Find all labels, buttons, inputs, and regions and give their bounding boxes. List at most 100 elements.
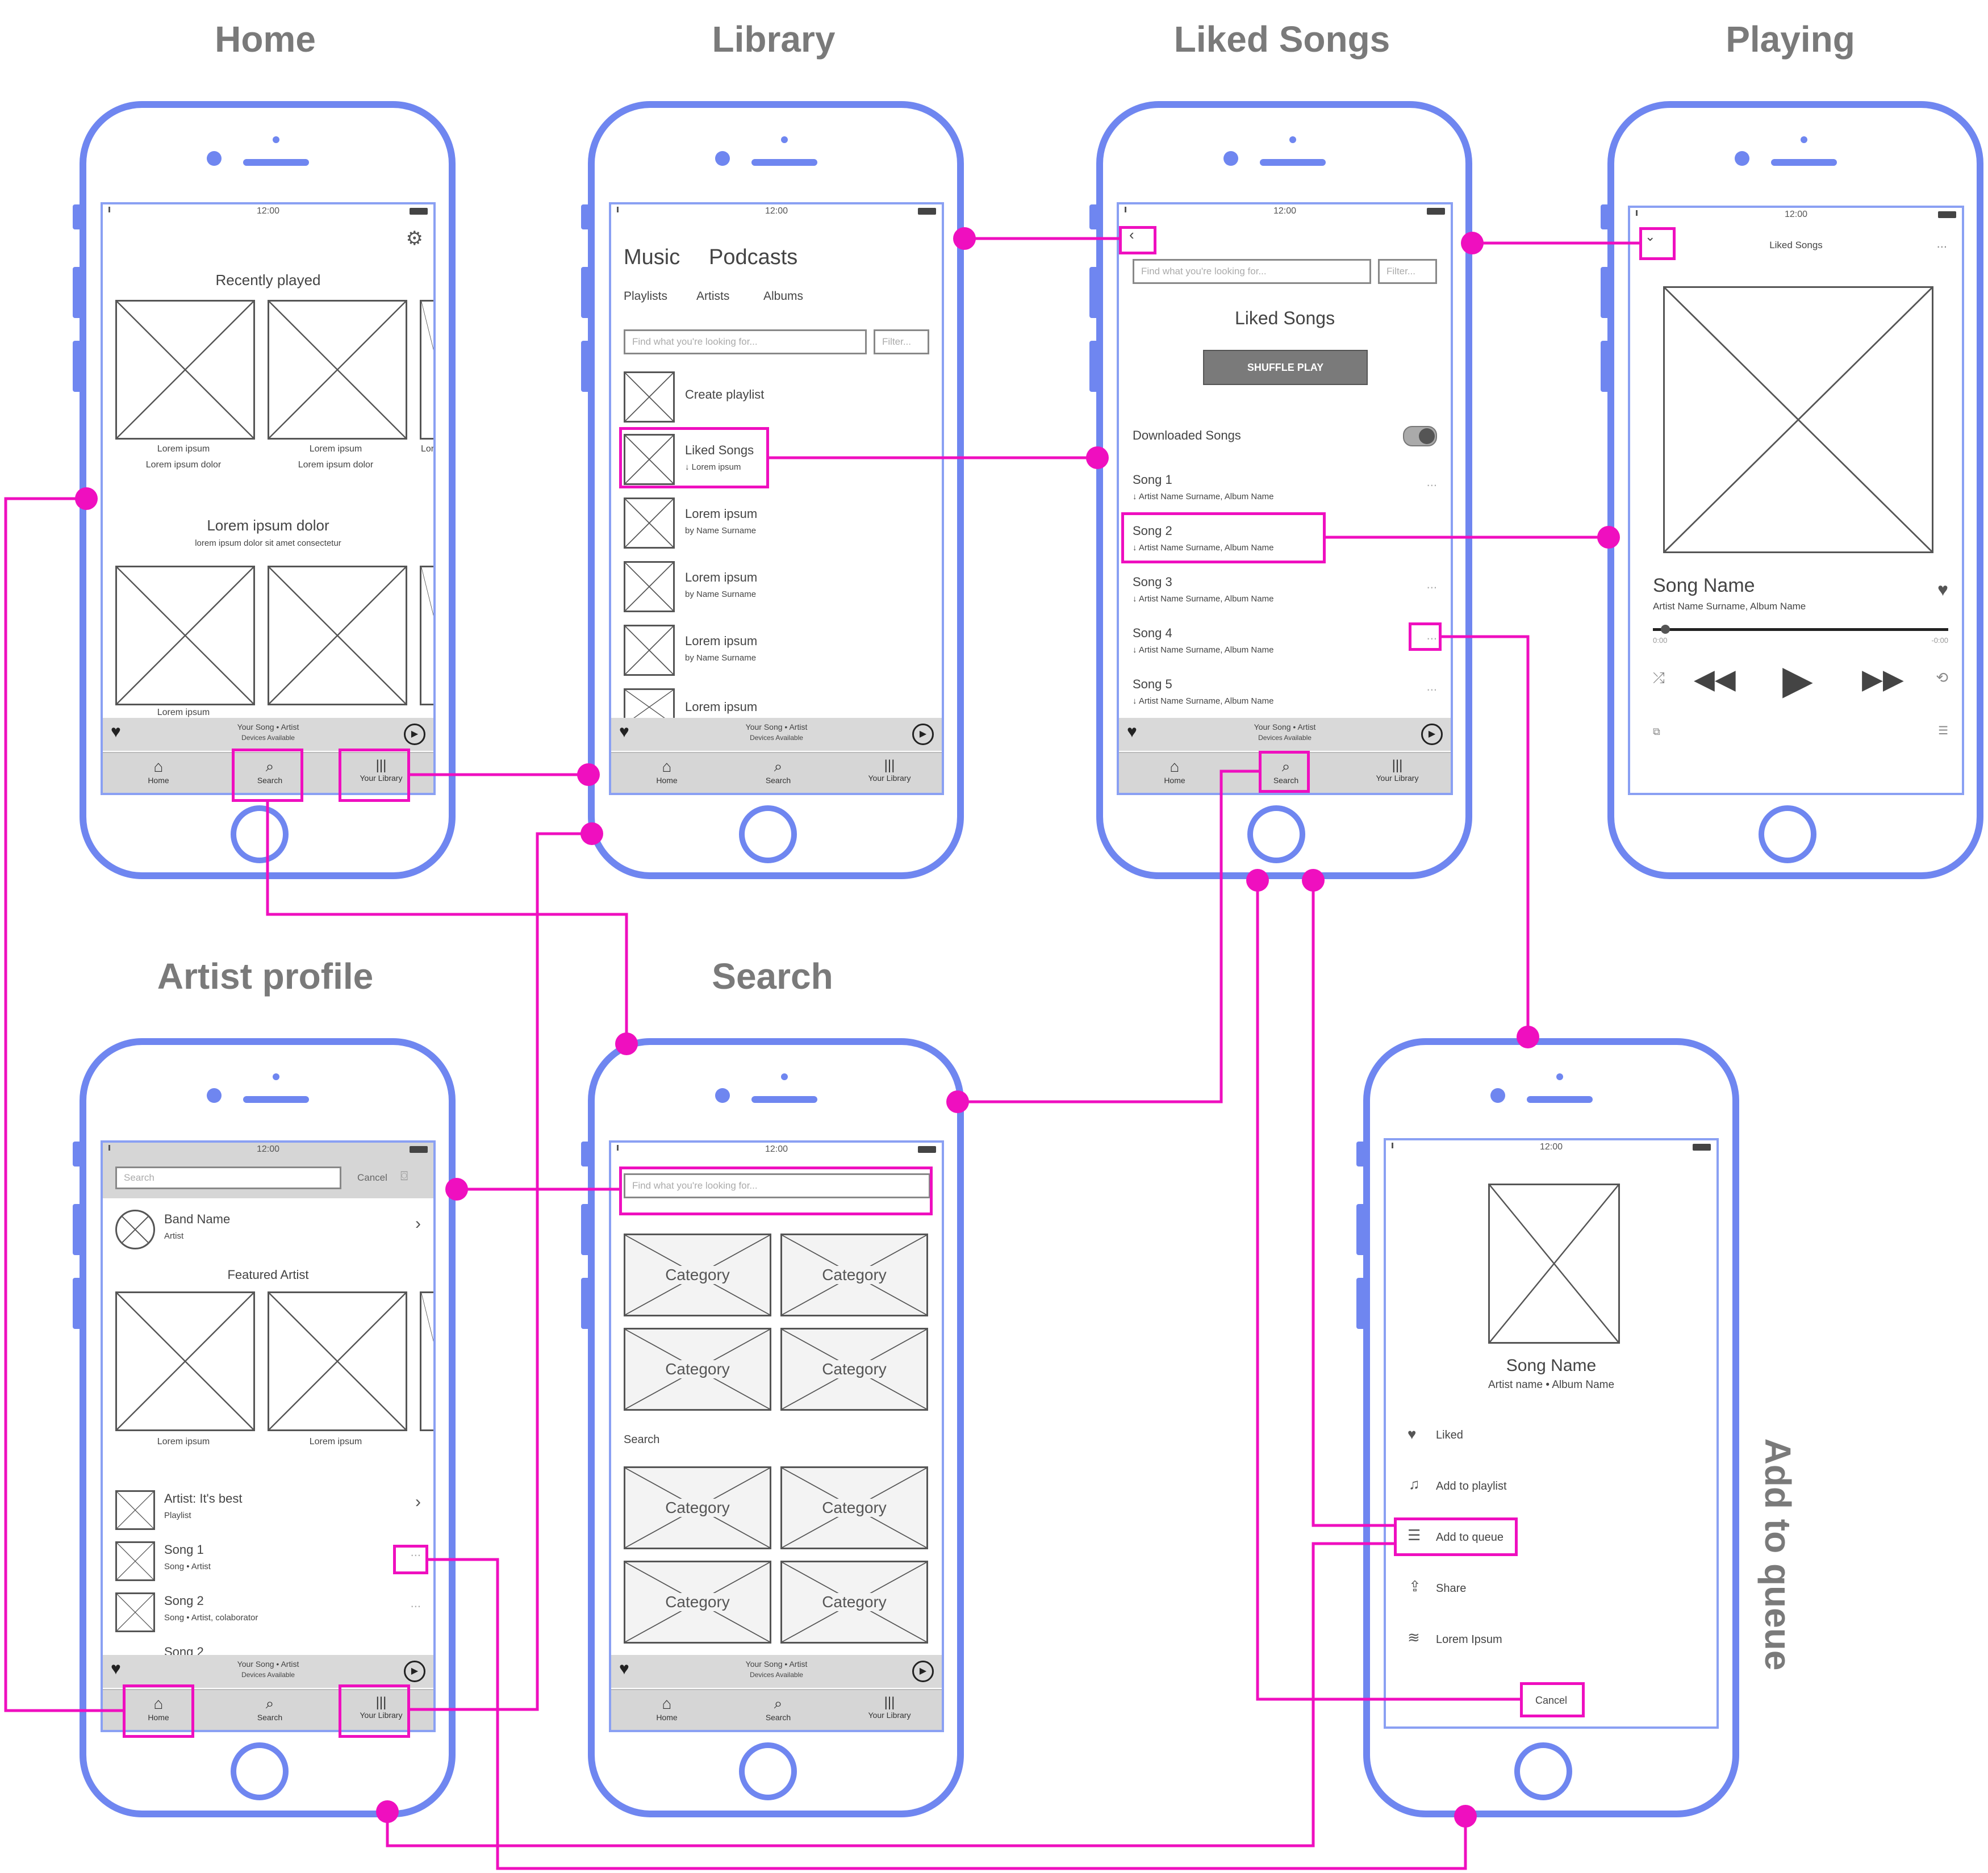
album-art[interactable] xyxy=(268,300,407,440)
heart-icon[interactable]: ♥ xyxy=(619,722,629,741)
home-hardware-button[interactable] xyxy=(1514,1742,1572,1800)
previous-icon[interactable]: ◀◀ xyxy=(1694,664,1736,695)
nav-library[interactable]: |||Your Library xyxy=(855,758,924,783)
song-title[interactable]: Song 2 xyxy=(1133,524,1172,538)
category-tile[interactable]: Category xyxy=(624,1328,771,1411)
nav-search[interactable]: ⌕Search xyxy=(236,1695,304,1722)
create-playlist[interactable]: Create playlist xyxy=(685,387,765,402)
nav-home[interactable]: ⌂Home xyxy=(1141,758,1209,785)
search-input[interactable]: Find what you're looking for... xyxy=(624,1173,930,1198)
search-input[interactable]: Search xyxy=(115,1167,341,1189)
more-icon[interactable]: ... xyxy=(1426,577,1437,591)
list-thumb[interactable] xyxy=(115,1541,155,1581)
category-tile[interactable]: Category xyxy=(780,1561,928,1644)
album-art[interactable] xyxy=(115,300,255,440)
tab-podcasts[interactable]: Podcasts xyxy=(709,245,798,269)
search-input[interactable]: Find what you're looking for... xyxy=(1133,259,1371,284)
featured-art[interactable] xyxy=(420,1291,433,1431)
list-title[interactable]: Song 2 xyxy=(164,1594,204,1608)
list-title[interactable]: Artist: It's best xyxy=(164,1491,243,1506)
category-tile[interactable]: Category xyxy=(780,1328,928,1411)
more-icon[interactable]: ... xyxy=(410,1545,421,1559)
mini-player[interactable]: ♥ Your Song • Artist Devices Available ▶ xyxy=(611,718,942,751)
category-tile[interactable]: Category xyxy=(624,1466,771,1549)
nav-library[interactable]: |||Your Library xyxy=(855,1695,924,1720)
playlist-title[interactable]: Lorem ipsum xyxy=(685,634,758,648)
cancel-button[interactable]: Cancel xyxy=(1535,1695,1568,1706)
song-title[interactable]: Song 1 xyxy=(1133,473,1172,487)
category-tile[interactable]: Category xyxy=(780,1466,928,1549)
playlist-title[interactable]: Lorem ipsum xyxy=(685,570,758,584)
shuffle-icon[interactable]: ⤮ xyxy=(1653,669,1665,686)
home-hardware-button[interactable] xyxy=(739,805,797,863)
list-title[interactable]: Song 1 xyxy=(164,1542,204,1557)
home-hardware-button[interactable] xyxy=(231,805,289,863)
next-icon[interactable]: ▶▶ xyxy=(1862,664,1904,695)
list-thumb[interactable] xyxy=(115,1490,155,1530)
heart-icon[interactable]: ♥ xyxy=(111,1659,121,1678)
song-title[interactable]: Song 3 xyxy=(1133,575,1172,589)
play-icon[interactable]: ▶ xyxy=(404,1661,425,1682)
mini-player[interactable]: ♥ Your Song • Artist Devices Available ▶ xyxy=(103,1655,433,1688)
list-thumb[interactable] xyxy=(115,1592,155,1632)
nav-search[interactable]: ⌕Search xyxy=(236,758,304,785)
playlist-thumb[interactable] xyxy=(624,497,675,549)
home-hardware-button[interactable] xyxy=(739,1742,797,1800)
home-hardware-button[interactable] xyxy=(1247,805,1305,863)
subtab-artists[interactable]: Artists xyxy=(696,290,730,303)
play-icon[interactable]: ▶ xyxy=(404,724,425,745)
album-art[interactable] xyxy=(268,566,407,705)
playlist-title[interactable]: Lorem ipsum xyxy=(685,507,758,521)
heart-icon[interactable]: ♥ xyxy=(619,1659,629,1678)
menu-add-to-queue[interactable]: Add to queue xyxy=(1436,1531,1503,1544)
chevron-right-icon[interactable]: › xyxy=(415,1492,421,1511)
playlist-title[interactable]: Lorem ipsum xyxy=(685,700,758,714)
cancel-button[interactable]: Cancel xyxy=(357,1172,387,1183)
nav-home[interactable]: ⌂Home xyxy=(124,1695,193,1722)
home-hardware-button[interactable] xyxy=(1759,805,1816,863)
more-icon[interactable]: ... xyxy=(1426,628,1437,642)
menu-add-to-playlist[interactable]: Add to playlist xyxy=(1436,1480,1507,1492)
heart-icon[interactable]: ♥ xyxy=(1127,722,1137,741)
gear-icon[interactable]: ⚙ xyxy=(406,228,423,249)
filter-input[interactable]: Filter... xyxy=(1378,259,1437,284)
heart-icon[interactable]: ♥ xyxy=(111,722,121,741)
nav-home[interactable]: ⌂Home xyxy=(633,1695,701,1722)
home-hardware-button[interactable] xyxy=(231,1742,289,1800)
subtab-playlists[interactable]: Playlists xyxy=(624,290,668,303)
nav-search[interactable]: ⌕Search xyxy=(744,758,812,785)
mini-player[interactable]: ♥ Your Song • Artist Devices Available ▶ xyxy=(1119,718,1451,751)
nav-search[interactable]: ⌕Search xyxy=(1252,758,1320,785)
band-name[interactable]: Band Name xyxy=(164,1212,231,1226)
filter-input[interactable]: Filter... xyxy=(874,329,929,354)
play-icon[interactable]: ▶ xyxy=(1421,724,1443,745)
more-icon[interactable]: ... xyxy=(1426,475,1437,489)
play-icon[interactable]: ▶ xyxy=(1782,658,1813,702)
play-icon[interactable]: ▶ xyxy=(912,724,934,745)
search-input[interactable]: Find what you're looking for... xyxy=(624,329,867,354)
category-tile[interactable]: Category xyxy=(780,1234,928,1316)
liked-songs-item[interactable]: Liked Songs xyxy=(685,443,754,457)
menu-share[interactable]: Share xyxy=(1436,1582,1467,1595)
nav-library[interactable]: |||Your Library xyxy=(347,758,415,783)
nav-home[interactable]: ⌂Home xyxy=(124,758,193,785)
subtab-albums[interactable]: Albums xyxy=(763,290,804,303)
album-art[interactable] xyxy=(420,300,433,440)
more-icon[interactable]: ... xyxy=(410,1596,421,1610)
back-chevron-icon[interactable]: ‹ xyxy=(1129,226,1134,243)
category-tile[interactable]: Category xyxy=(624,1234,771,1316)
chevron-down-icon[interactable]: ⌄ xyxy=(1645,229,1656,244)
more-icon[interactable]: ... xyxy=(1936,236,1947,250)
queue-icon[interactable]: ☰ xyxy=(1938,725,1948,737)
nav-search[interactable]: ⌕Search xyxy=(744,1695,812,1722)
category-tile[interactable]: Category xyxy=(624,1561,771,1644)
more-icon[interactable]: ... xyxy=(1426,679,1437,693)
nav-library[interactable]: |||Your Library xyxy=(1363,758,1431,783)
mini-player[interactable]: ♥ Your Song • Artist Devices Available ▶ xyxy=(611,1655,942,1688)
album-art[interactable] xyxy=(420,566,433,705)
playlist-thumb[interactable] xyxy=(624,561,675,612)
song-title[interactable]: Song 4 xyxy=(1133,626,1172,640)
chevron-right-icon[interactable]: › xyxy=(415,1214,421,1233)
nav-library[interactable]: |||Your Library xyxy=(347,1695,415,1720)
heart-icon[interactable]: ♥ xyxy=(1937,579,1948,600)
